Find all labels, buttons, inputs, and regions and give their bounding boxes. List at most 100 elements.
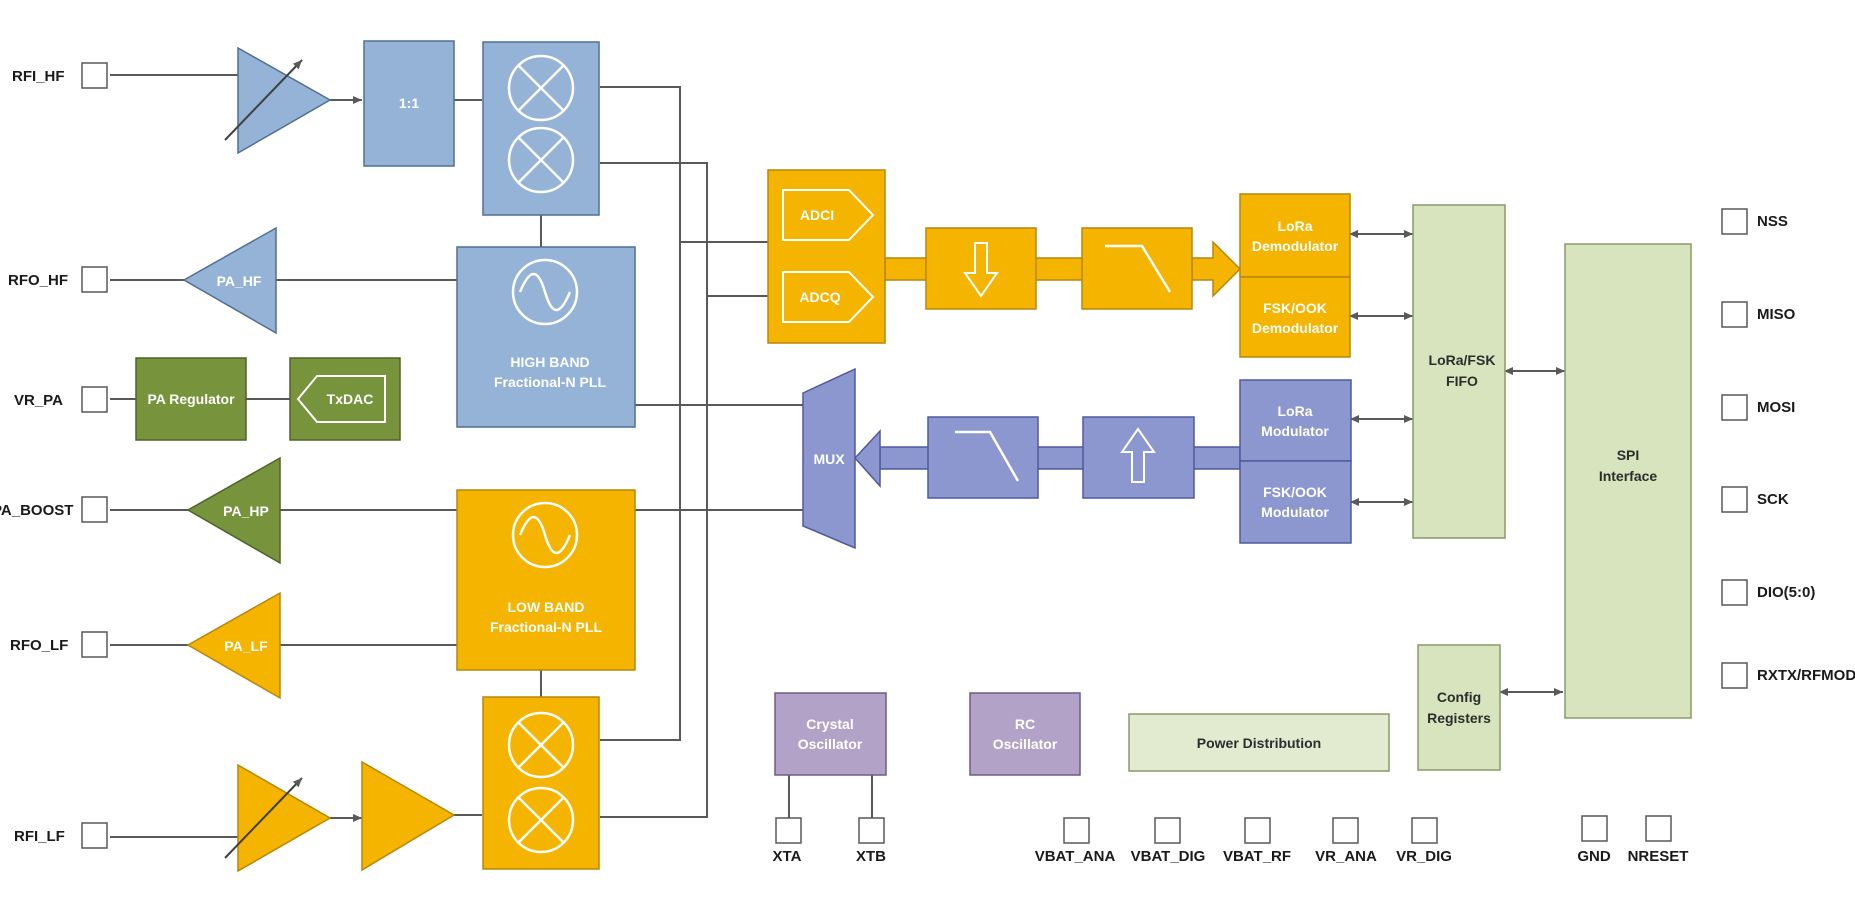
oscillator-icon [511,501,579,569]
fsk-modulator-block: FSK/OOK Modulator [1239,460,1352,544]
pa-lf-amplifier: PA_LF [186,591,281,700]
pin-vr-pa: VR_PA [14,386,108,413]
svg-text:Fractional-N PLL: Fractional-N PLL [494,374,606,390]
svg-text:VR_ANA: VR_ANA [1315,848,1377,865]
svg-text:VBAT_DIG: VBAT_DIG [1131,848,1206,865]
svg-text:PA_HP: PA_HP [223,503,269,519]
pin-nreset: NRESET [1628,815,1689,865]
pin-xtb: XTB [856,817,886,865]
svg-text:1:1: 1:1 [399,95,419,111]
txdac-block: TxDAC [289,357,401,441]
config-registers-block: Config Registers [1417,644,1501,771]
lora-modulator-block: LoRa Modulator [1239,379,1352,462]
svg-text:Crystal: Crystal [806,716,853,732]
svg-text:ADCI: ADCI [800,207,834,223]
fsk-demodulator-block: FSK/OOK Demodulator [1239,276,1351,358]
spi-interface-block: SPI Interface [1564,243,1692,719]
balun-block: 1:1 [363,40,455,167]
svg-text:Registers: Registers [1427,710,1491,726]
pin-rfi-lf: RFI_LF [14,822,108,849]
oscillator-icon [511,258,579,326]
svg-text:SPI: SPI [1617,447,1640,463]
svg-text:FIFO: FIFO [1446,373,1478,389]
pa-hf-amplifier: PA_HF [182,226,277,335]
svg-text:SCK: SCK [1757,491,1789,508]
svg-text:LoRa/FSK: LoRa/FSK [1429,352,1496,368]
svg-text:VR_DIG: VR_DIG [1396,848,1452,865]
svg-text:PA Regulator: PA Regulator [147,391,235,407]
pin-nss: NSS [1721,208,1788,235]
lf-buffer-amplifier [361,760,456,872]
interpolator-block [1082,416,1195,499]
power-distribution-block: Power Distribution [1128,713,1390,772]
svg-text:FSK/OOK: FSK/OOK [1263,484,1327,500]
high-band-pll: HIGH BAND Fractional-N PLL [456,246,636,428]
adc-block: ADCI ADCQ [767,169,886,344]
lf-lna-amplifier [224,763,332,873]
svg-text:RFO_HF: RFO_HF [8,272,68,289]
tx-filter-block [927,416,1039,499]
svg-text:LOW BAND: LOW BAND [508,599,585,615]
svg-text:Modulator: Modulator [1261,504,1329,520]
svg-text:RXTX/RFMOD: RXTX/RFMOD [1757,667,1855,684]
fifo-block: LoRa/FSK FIFO [1412,204,1506,539]
mixer-icon [507,786,575,854]
lowpass-filter-icon [955,430,1020,482]
mixer-icon [507,711,575,779]
mux-block: MUX [802,367,856,550]
pin-xta: XTA [773,817,802,865]
svg-text:ADCQ: ADCQ [799,289,840,305]
svg-text:NRESET: NRESET [1628,848,1689,865]
svg-text:Modulator: Modulator [1261,423,1329,439]
svg-text:RC: RC [1015,716,1035,732]
svg-text:GND: GND [1577,848,1611,865]
svg-text:RFO_LF: RFO_LF [10,637,68,654]
svg-text:MOSI: MOSI [1757,399,1795,416]
svg-text:Power Distribution: Power Distribution [1197,735,1321,751]
svg-text:PA_LF: PA_LF [224,638,268,654]
decimator-block [925,227,1037,310]
svg-text:Fractional-N PLL: Fractional-N PLL [490,619,602,635]
svg-text:PA_BOOST: PA_BOOST [0,502,73,519]
svg-text:VBAT_RF: VBAT_RF [1223,848,1291,865]
svg-text:LoRa: LoRa [1278,218,1313,234]
up-arrow-icon [1120,427,1156,483]
mixer-icon [507,126,575,194]
lowpass-filter-icon [1105,244,1172,293]
pin-mosi: MOSI [1721,394,1795,421]
svg-text:Demodulator: Demodulator [1252,238,1339,254]
pin-vbat-rf: VBAT_RF [1223,817,1291,865]
svg-text:Demodulator: Demodulator [1252,320,1339,336]
pin-dio: DIO(5:0) [1721,579,1815,606]
crystal-oscillator-block: Crystal Oscillator [774,692,887,776]
pa-regulator-block: PA Regulator [135,357,247,441]
svg-text:MISO: MISO [1757,306,1796,323]
pin-rfo-lf: RFO_LF [10,631,108,658]
pin-rxtx: RXTX/RFMOD [1721,662,1855,689]
svg-text:RFI_HF: RFI_HF [12,68,65,85]
svg-text:Interface: Interface [1599,468,1658,484]
pin-miso: MISO [1721,301,1796,328]
svg-text:Oscillator: Oscillator [993,736,1058,752]
svg-text:Oscillator: Oscillator [798,736,863,752]
svg-text:XTA: XTA [773,848,802,865]
rc-oscillator-block: RC Oscillator [969,692,1081,776]
svg-text:LoRa: LoRa [1278,403,1313,419]
svg-text:VBAT_ANA: VBAT_ANA [1035,848,1116,865]
svg-text:RFI_LF: RFI_LF [14,828,65,845]
low-band-pll: LOW BAND Fractional-N PLL [456,489,636,671]
down-arrow-icon [963,242,999,298]
lora-demodulator-block: LoRa Demodulator [1239,193,1351,278]
mixer-icon [507,54,575,122]
pin-vr-ana: VR_ANA [1315,817,1377,865]
pin-vbat-dig: VBAT_DIG [1131,817,1206,865]
lf-mixer [482,696,600,870]
pin-vbat-ana: VBAT_ANA [1035,817,1116,865]
pin-sck: SCK [1721,486,1789,513]
hf-lna-amplifier [224,46,332,155]
svg-text:FSK/OOK: FSK/OOK [1263,300,1327,316]
svg-text:MUX: MUX [813,451,845,467]
svg-text:HIGH BAND: HIGH BAND [510,354,589,370]
pin-gnd: GND [1577,815,1611,865]
